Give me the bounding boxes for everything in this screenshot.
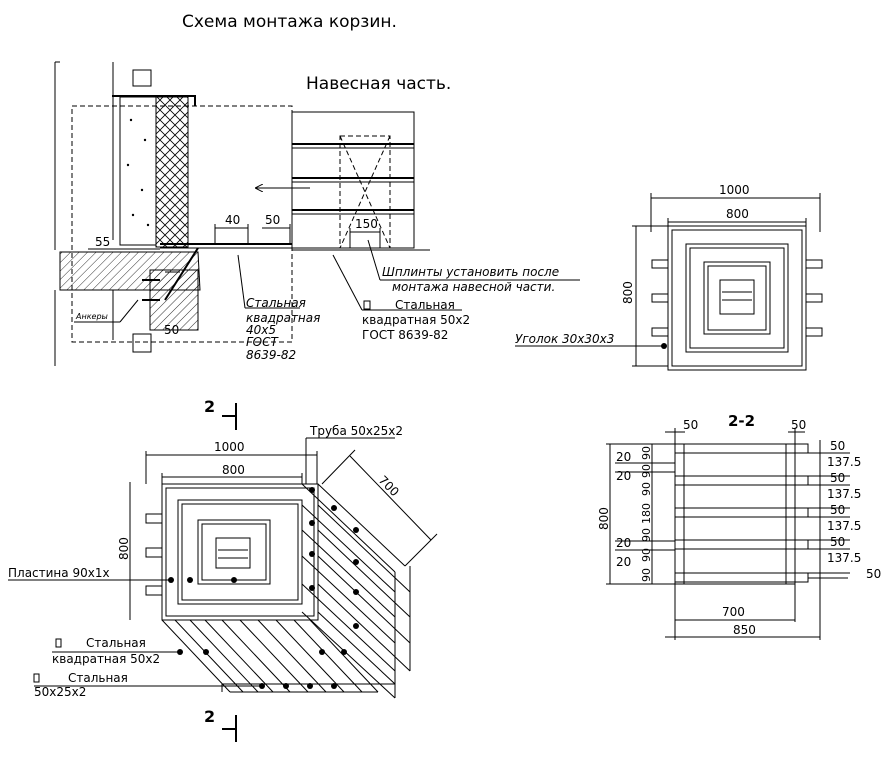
rect-tube-icon: [33, 673, 40, 683]
section-right-dim-1: 50: [830, 439, 845, 453]
plan-center-plate: [215, 537, 251, 569]
section-dim-700: 700: [722, 605, 745, 619]
steel-note-line-2: 50х25х2: [34, 685, 86, 699]
section-right-dim-5: 50: [830, 503, 845, 517]
section-left-90-3: 90: [640, 482, 653, 496]
plan-dim-700: 700: [376, 473, 402, 499]
section-right-dim-6: 137.5: [827, 519, 861, 533]
section-left-20-4: 20: [616, 555, 631, 569]
section-dim-850: 850: [733, 623, 756, 637]
section-mark-top: 2: [204, 397, 215, 416]
tube-note-line-1: Стальная: [395, 298, 455, 312]
section-right-dim-4: 137.5: [827, 487, 861, 501]
pins-note-line-1: Шплинты установить после: [382, 265, 559, 279]
section-left-20-2: 20: [616, 469, 631, 483]
angle-note-line-3: 40х5: [246, 323, 276, 337]
steel-square-note-line-1: Стальная: [86, 636, 146, 650]
plan-view: 2 2 1000 800 800: [8, 397, 438, 742]
front-view: 1000 800 800 Уголок 30х30х3: [515, 183, 823, 371]
section-left-90-4: 90: [640, 528, 653, 542]
section-mark-bottom: 2: [204, 707, 215, 726]
angle-note-line-5: 8639-82: [246, 348, 296, 362]
section-label: 2-2: [728, 412, 755, 430]
section-left-90-6: 90: [640, 568, 653, 582]
section-right-dim-9: 50: [866, 567, 881, 581]
tube-note-line-3: ГОСТ 8639-82: [362, 328, 448, 342]
section-right-dim-7: 50: [830, 535, 845, 549]
angle-note-line-4: ГОСТ: [246, 335, 280, 349]
plate-note: Пластина 90х1х: [8, 566, 110, 580]
dim-50-low: 50: [164, 323, 179, 337]
front-dim-1000: 1000: [719, 183, 750, 197]
insulation-layer: [155, 96, 189, 248]
dim-150: 150: [355, 217, 378, 231]
front-dim-800: 800: [726, 207, 749, 221]
tube-note-line-2: квадратная 50х2: [362, 313, 470, 327]
square-tube-icon: [363, 300, 371, 310]
section-left-180: 180: [640, 503, 653, 524]
masonry-layer: [119, 96, 157, 246]
hanging-part-title: Навесная часть.: [306, 74, 451, 94]
pins-note-line-2: монтажа навесной части.: [392, 280, 555, 294]
section-frame: [674, 443, 796, 585]
plan-dim-800-side: 800: [117, 537, 131, 560]
section-right-dim-8: 137.5: [827, 551, 861, 565]
dim-55: 55: [95, 235, 110, 249]
section-left-20-1: 20: [616, 450, 631, 464]
elevation-view: 40 50 55 Анкеры 50 150: [54, 61, 580, 366]
section-right-dim-3: 50: [830, 471, 845, 485]
section-dim-800: 800: [597, 507, 611, 530]
front-center-plate: [719, 279, 755, 315]
corner-note: Уголок 30х30х3: [515, 332, 614, 346]
angle-note-line-2: квадратная: [246, 311, 320, 325]
section-left-90-5: 90: [640, 548, 653, 562]
section-left-90-2: 90: [640, 464, 653, 478]
steel-note-line-1: Стальная: [68, 671, 128, 685]
hanging-basket: [291, 111, 415, 249]
front-dim-800-side: 800: [621, 281, 635, 304]
steel-square-note-line-2: квадратная 50х2: [52, 652, 160, 666]
plan-dim-1000: 1000: [214, 440, 245, 454]
pipe-note: Труба 50х25х2: [309, 424, 403, 438]
anchors-label: Анкеры: [75, 312, 108, 321]
lower-wall: [149, 269, 199, 331]
dim-50: 50: [265, 213, 280, 227]
section-top-50-left: 50: [683, 418, 698, 432]
section-top-50-right: 50: [791, 418, 806, 432]
drawing-title: Схема монтажа корзин.: [182, 12, 397, 32]
section-left-90-1: 90: [640, 446, 653, 460]
dim-40: 40: [225, 213, 240, 227]
section-right-dim-2: 137.5: [827, 455, 861, 469]
section-2-2: 2-2 50 50 50 137: [597, 412, 881, 640]
angle-note-line-1: Стальная: [246, 296, 306, 310]
section-left-20-3: 20: [616, 536, 631, 550]
plan-dim-800: 800: [222, 463, 245, 477]
square-tube-icon-2: [55, 638, 62, 648]
